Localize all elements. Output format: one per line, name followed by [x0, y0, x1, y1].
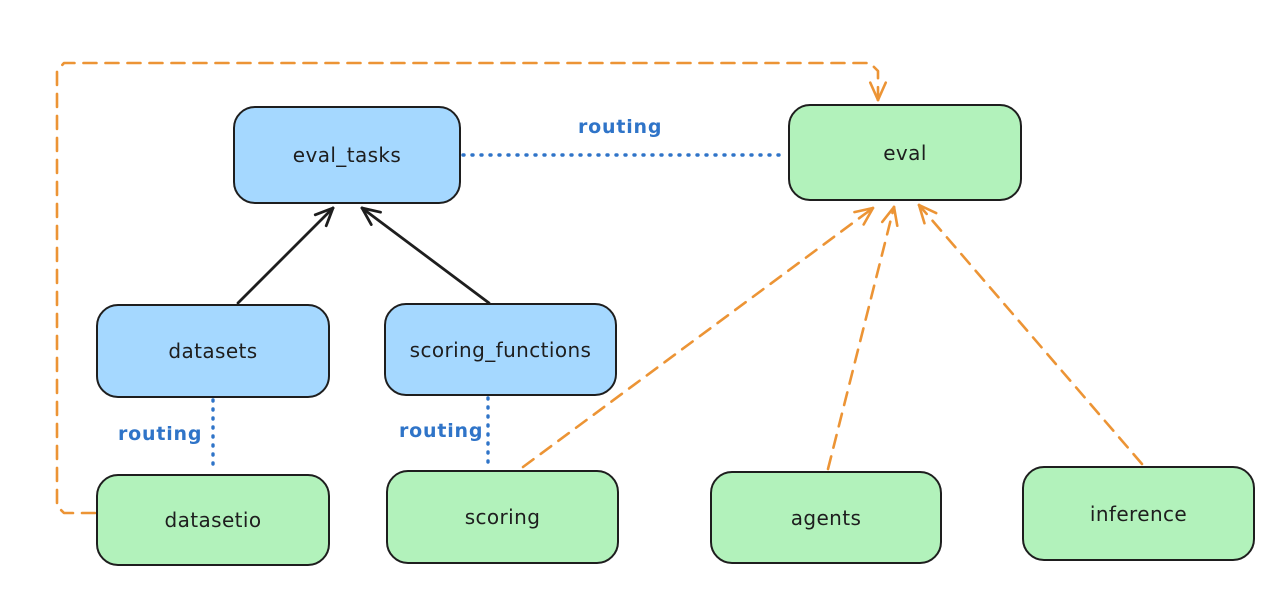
edge-scoring-eval: [521, 206, 875, 469]
arrowhead-datasetio-eval: [868, 81, 880, 102]
node-agents: agents: [710, 471, 942, 564]
edge-label-routing-scoring-functions-scoring: routing: [399, 420, 484, 442]
edge-datasets-eval_tasks: [236, 206, 335, 305]
node-datasets: datasets: [96, 304, 330, 398]
edge-inference-eval: [917, 203, 1144, 466]
node-eval-tasks-label: eval_tasks: [292, 143, 402, 167]
node-eval-tasks: eval_tasks: [233, 106, 461, 204]
arrowhead-scoring_functions-eval_tasks: [360, 206, 373, 226]
arrowhead-scoring-eval: [853, 206, 875, 214]
node-scoring-functions: scoring_functions: [384, 303, 617, 396]
arrowhead-datasetio-eval: [876, 81, 888, 102]
arrowhead-inference-eval: [917, 203, 926, 225]
node-inference: inference: [1022, 466, 1255, 561]
node-eval: eval: [788, 104, 1022, 201]
edge-scoring_functions-eval_tasks: [360, 206, 491, 305]
arrowhead-agents-eval: [880, 205, 896, 224]
node-scoring-label: scoring: [464, 505, 541, 529]
edge-label-routing-eval-tasks-eval: routing: [578, 116, 663, 138]
node-agents-label: agents: [790, 505, 862, 530]
node-datasets-label: datasets: [168, 339, 258, 363]
node-datasetio-label: datasetio: [164, 508, 262, 532]
node-inference-label: inference: [1089, 501, 1188, 526]
node-scoring-functions-label: scoring_functions: [409, 337, 592, 362]
edge-datasetio-eval: [55, 61, 880, 515]
arrowhead-scoring-eval: [862, 206, 875, 226]
arrowhead-agents-eval: [892, 205, 899, 228]
arrowhead-scoring_functions-eval_tasks: [360, 206, 382, 214]
edge-agents-eval: [826, 205, 896, 471]
edge-label-routing-datasets-datasetio: routing: [118, 423, 203, 445]
node-eval-label: eval: [883, 140, 927, 165]
arrowhead-datasets-eval_tasks: [324, 206, 335, 228]
arrowhead-inference-eval: [917, 203, 938, 215]
node-datasetio: datasetio: [96, 474, 330, 566]
node-scoring: scoring: [386, 470, 619, 564]
arrowhead-datasets-eval_tasks: [313, 206, 335, 217]
